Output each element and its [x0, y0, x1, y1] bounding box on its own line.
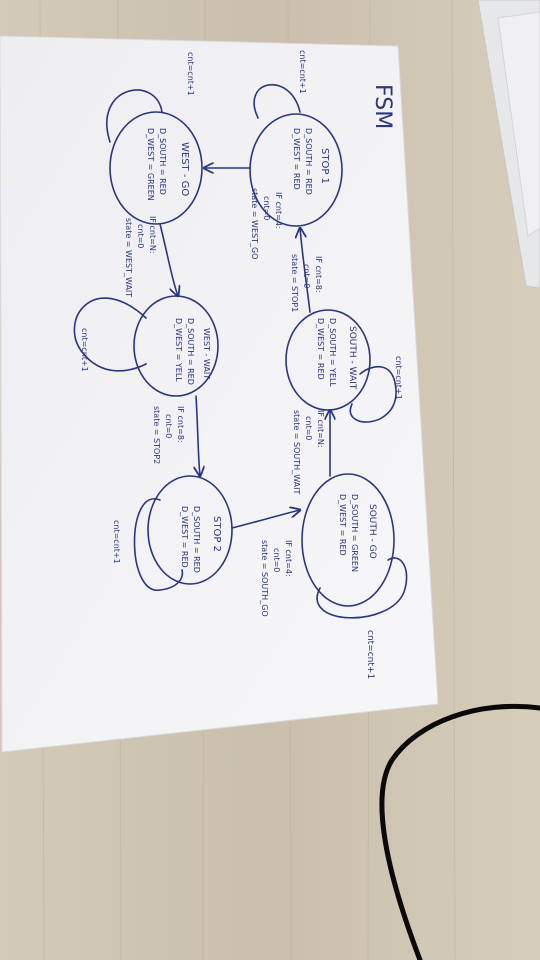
state-line: D_SOUTH = GREEN [350, 494, 359, 572]
transition-line: cnt=0 [262, 196, 271, 220]
self-loop-label: cnt=cnt+1 [186, 52, 195, 96]
transition-line: IF cnt=N: [148, 216, 157, 254]
paper-sheet [0, 35, 439, 753]
self-loop-label: cnt=cnt+1 [80, 328, 89, 372]
self-loop-label: cnt=cnt+1 [112, 520, 121, 564]
state-name: SOUTH - GO [367, 504, 377, 559]
state-line: D_SOUTH = RED [304, 128, 313, 195]
transition-line: cnt=0 [164, 414, 173, 438]
transition-line: state = SOUTH_WAIT [292, 410, 301, 494]
transition-label-stop1-westgo: IF cnt=4: cnt=0 state = WEST_GO [250, 188, 283, 259]
state-west-go: WEST - GO D_SOUTH = RED D_WEST = GREEN c… [106, 52, 203, 225]
transition-line: state = SOUTH_GO [260, 540, 269, 617]
arrow-westgo-westwait [159, 223, 178, 296]
state-line: D_SOUTH = RED [186, 318, 195, 385]
state-name: STOP 1 [319, 148, 330, 184]
self-loop-label: cnt=cnt+1 [394, 356, 403, 400]
laptop-corner [477, 0, 540, 289]
arrow-westwait-stop2 [196, 395, 200, 476]
transition-line: IF cnt=8: [314, 256, 323, 293]
transition-line: cnt=0 [302, 264, 311, 288]
transition-line: IF cnt=4: [274, 192, 283, 229]
state-stop2: STOP 2 D_SOUTH = RED D_WEST = RED cnt=cn… [112, 475, 233, 591]
state-line: D_WEST = GREEN [146, 128, 155, 201]
transition-label-westgo-westwait: IF cnt=N: cnt=0 state = WEST_WAIT [124, 216, 157, 297]
transition-label-westwait-stop2: IF cnt=8: cnt=0 state = STOP2 [152, 406, 185, 464]
state-line: D_WEST = YELL [174, 318, 183, 382]
transition-line: cnt=0 [304, 416, 313, 440]
arrow-southwait-stop1 [300, 228, 311, 313]
transition-line: cnt=0 [136, 224, 145, 248]
state-line: D_WEST = RED [338, 494, 347, 556]
transition-line: cnt=0 [272, 548, 281, 572]
state-south-wait: SOUTH - WAIT D_SOUTH = YELL D_WEST = RED… [285, 309, 403, 423]
state-line: D_WEST = RED [316, 318, 325, 380]
self-loop-label: cnt=cnt+1 [365, 630, 375, 679]
state-south-go: SOUTH - GO D_SOUTH = GREEN D_WEST = RED … [301, 473, 408, 679]
transition-line: state = STOP2 [152, 406, 161, 464]
state-name: SOUTH - WAIT [347, 326, 357, 390]
state-line: D_SOUTH = RED [192, 506, 201, 573]
transition-line: state = STOP1 [290, 254, 299, 312]
transition-line: state = WEST_WAIT [124, 218, 133, 297]
fsm-diagram: FSM STOP 1 D_SOUTH = RED D_WEST = RED cn… [73, 50, 408, 679]
transition-label-southwait-stop1: IF cnt=8: cnt=0 state = STOP1 [290, 254, 323, 312]
state-line: D_SOUTH = RED [158, 128, 167, 195]
transition-label-stop2-southgo: IF cnt=4: cnt=0 state = SOUTH_GO [260, 540, 293, 617]
state-stop1: STOP 1 D_SOUTH = RED D_WEST = RED cnt=cn… [249, 50, 343, 227]
state-name: WEST - WAIT [202, 328, 211, 379]
black-cable [379, 703, 540, 960]
self-loop-label: cnt=cnt+1 [298, 50, 307, 94]
state-name: STOP 2 [211, 516, 222, 552]
state-line: D_WEST = RED [292, 128, 301, 190]
transition-label-southgo-southwait: IF cnt=N: cnt=0 state = SOUTH_WAIT [292, 410, 325, 494]
transition-line: state = WEST_GO [250, 188, 259, 259]
transition-line: IF cnt=8: [176, 406, 185, 443]
state-name: WEST - GO [179, 142, 190, 196]
transition-line: IF cnt=4: [284, 540, 293, 577]
state-line: D_WEST = RED [180, 506, 189, 568]
transition-line: IF cnt=N: [316, 410, 325, 448]
title: FSM [370, 84, 395, 129]
state-line: D_SOUTH = YELL [328, 318, 337, 387]
arrow-stop2-southgo [231, 510, 300, 529]
transition-arrows [159, 168, 330, 529]
